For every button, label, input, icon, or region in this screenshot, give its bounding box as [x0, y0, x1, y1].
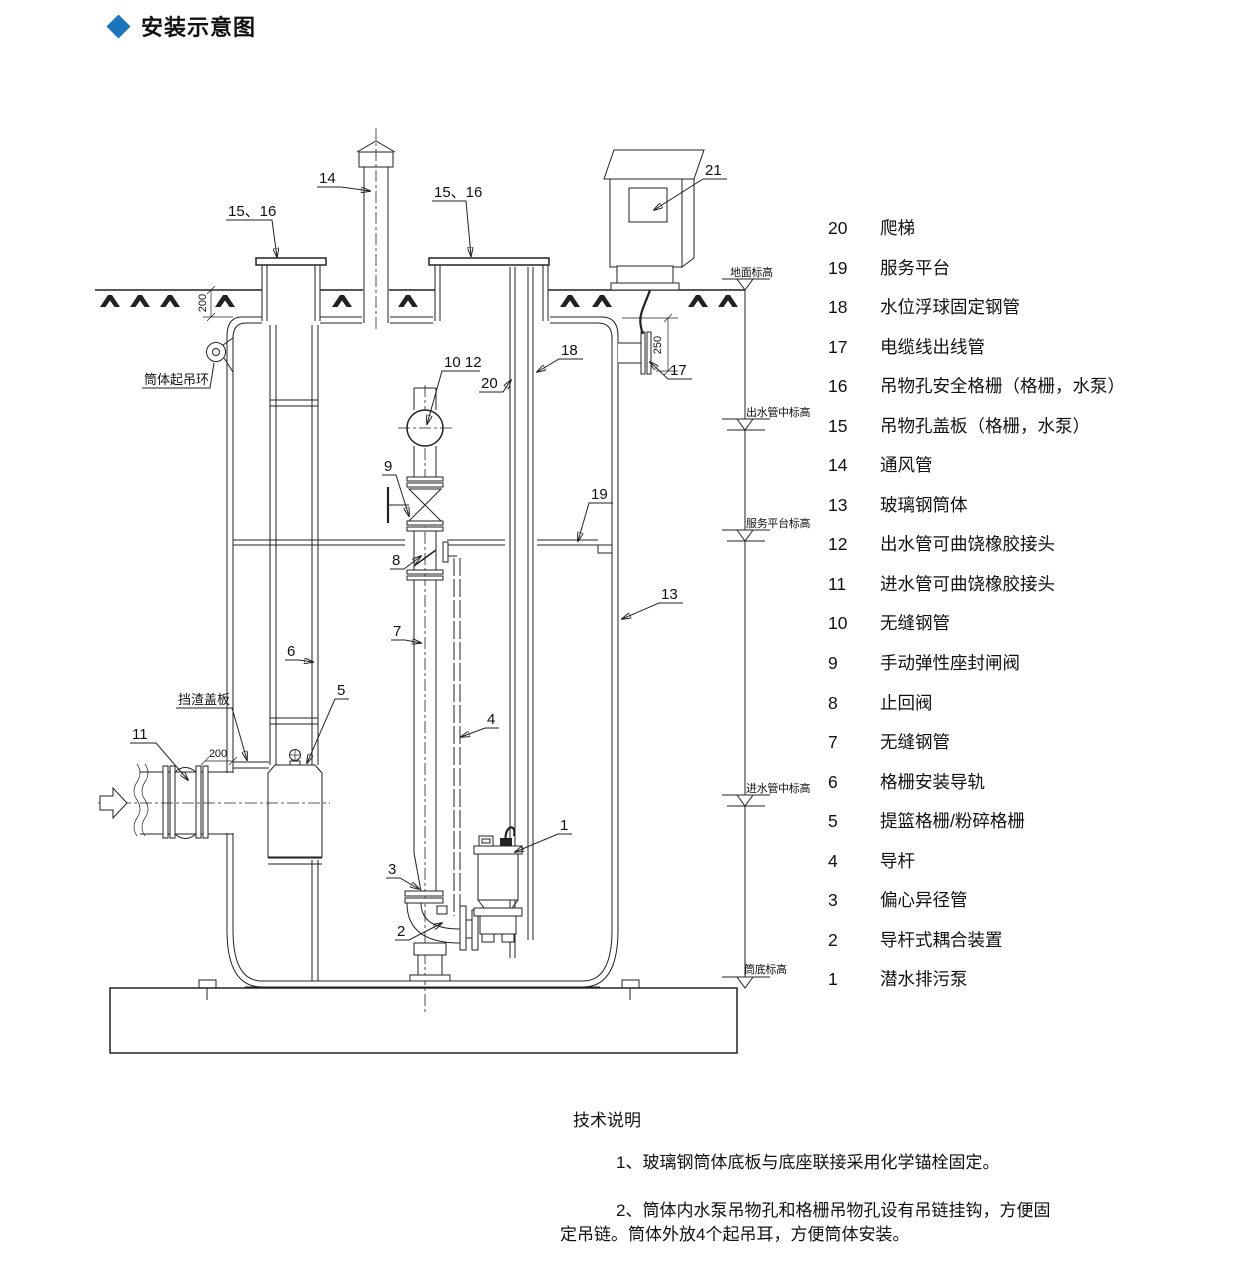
flow-arrow — [99, 786, 128, 820]
callout-tank: 13 — [661, 586, 678, 603]
dim-200-cover: 200 — [197, 285, 233, 322]
hatch-left — [255, 257, 327, 321]
callout-pipe7: 7 — [393, 623, 401, 640]
callout-check-valve: 8 — [392, 552, 400, 569]
callout-screen5: 5 — [337, 682, 345, 699]
dim-200-inlet: 200 — [200, 748, 238, 766]
foundation-slab — [109, 987, 738, 1054]
note-line: 定吊链。筒体外放4个起吊耳，方便筒体安装。 — [560, 1225, 910, 1244]
callout-cable-conduit: 17 — [670, 362, 687, 379]
service-platform — [233, 539, 613, 554]
callout-leaders — [130, 178, 727, 941]
hatch-center — [428, 257, 550, 321]
dim-200-inlet-label: 200 — [209, 748, 227, 760]
elevation-inlet: 进水管中标高 — [722, 781, 811, 807]
callout-hatch-center: 15、16 — [434, 184, 482, 201]
callout-hatch-left: 15、16 — [228, 203, 276, 220]
callout-guide-rod: 4 — [487, 711, 495, 728]
coupling-elbow — [406, 902, 467, 951]
notes-title: 技术说明 — [573, 1111, 641, 1130]
eccentric-reducer — [404, 852, 444, 904]
cable-conduit — [618, 331, 652, 375]
callout-rail6: 6 — [287, 643, 295, 660]
page-header: 安装示意图 — [106, 10, 257, 42]
callout-inlet-joint: 11 — [132, 726, 148, 743]
svg-text:服务平台标高: 服务平台标高 — [746, 516, 810, 530]
elevation-bottom: 筒底标高 — [722, 962, 787, 989]
label-lifting-ring: 筒体起吊环 — [144, 372, 209, 387]
tank-lifting-ring — [206, 337, 234, 373]
submersible-pump — [466, 826, 523, 951]
callout-platform: 19 — [591, 486, 608, 503]
vent-pipe — [356, 128, 396, 330]
elevation-ground: 地面标高 — [722, 265, 773, 291]
rubber-joint — [174, 767, 197, 839]
callout-cabinet: 21 — [705, 162, 722, 179]
callout-labels: 15、16 14 15、16 21 10 12 20 18 17 9 19 8 … — [132, 162, 722, 940]
svg-text:地面标高: 地面标高 — [730, 265, 773, 279]
callout-gate-valve: 9 — [384, 458, 392, 475]
power-cable — [639, 289, 652, 335]
dim-250-label: 250 — [652, 336, 664, 354]
anchor-bracket-right — [621, 979, 640, 989]
callout-reducer: 3 — [388, 861, 396, 878]
cabinet-window — [628, 187, 668, 223]
gate-valve — [386, 487, 443, 523]
svg-text:进水管中标高: 进水管中标高 — [746, 781, 810, 795]
callout-vent: 14 — [319, 170, 336, 187]
page-title: 安装示意图 — [141, 15, 257, 40]
dim-250: 250 — [622, 313, 678, 376]
callout-pump: 1 — [560, 817, 568, 834]
elevation-outlet: 出水管中标高 — [722, 405, 811, 431]
svg-text:筒底标高: 筒底标高 — [744, 962, 787, 976]
tank-shell — [198, 316, 640, 1000]
diamond-icon — [106, 13, 131, 39]
callout-outlet-joint: 10 12 — [444, 354, 482, 371]
elevation-platform: 服务平台标高 — [722, 516, 811, 542]
dim-200-cover-label: 200 — [197, 294, 209, 312]
label-baffle: 挡渣盖板 — [178, 692, 230, 707]
elevation-markers: 地面标高 出水管中标高 服务平台标高 进水管中标高 筒底标高 — [722, 265, 811, 989]
svg-text:出水管中标高: 出水管中标高 — [746, 405, 810, 419]
callout-ladder: 20 — [481, 375, 498, 392]
note-line: 2、筒体内水泵吊物孔和格栅吊物孔设有吊链挂钩，方便固 — [616, 1201, 1051, 1220]
note-line: 1、玻璃钢筒体底板与底座联接采用化学锚栓固定。 — [616, 1153, 1000, 1172]
float-ball-pipe — [527, 267, 534, 940]
guide-rod — [442, 541, 461, 916]
inlet-pipe — [98, 761, 330, 839]
discharge-pipe-assembly — [386, 385, 467, 1015]
coupling-pedestal — [409, 942, 451, 982]
callout-float-pipe: 18 — [561, 342, 578, 359]
callout-coupling: 2 — [397, 923, 405, 940]
basket-screen — [267, 749, 323, 858]
anchor-bracket-left — [198, 979, 217, 989]
control-cabinet — [603, 149, 705, 335]
